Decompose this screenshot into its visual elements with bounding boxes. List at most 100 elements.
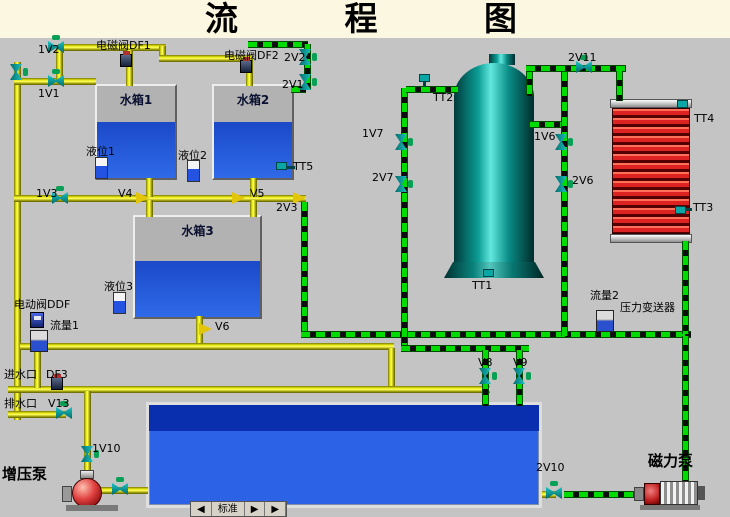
title-char-1: 流 <box>205 0 238 38</box>
magnetic-pump-cap <box>698 486 705 500</box>
label-v8: V8 <box>478 356 493 369</box>
label-v4: V4 <box>118 187 133 200</box>
gpipe-tt2 <box>406 86 458 93</box>
label-2v1: 2V1 <box>282 78 304 91</box>
pipe-elbow-df2 <box>159 46 166 59</box>
solenoid-df3[interactable] <box>51 374 63 390</box>
sensor-tt3-stem <box>686 208 692 211</box>
label-pressure-transmitter: 压力变送器 <box>620 301 675 314</box>
pool-water-band <box>149 405 539 431</box>
label-2v2: 2V2 <box>284 51 306 64</box>
solenoid-df2[interactable] <box>240 57 252 73</box>
label-level3: 液位3 <box>104 280 133 293</box>
valve-2v10[interactable] <box>546 481 562 499</box>
page-title: 流 程 图 <box>205 0 517 38</box>
tank-3: 水箱3 <box>133 215 262 319</box>
label-v5: V5 <box>250 187 265 200</box>
bottom-nav-widget: ◀ 标准 ▶ ▶ <box>190 501 288 517</box>
pipe-left-main <box>14 62 21 420</box>
label-2v10: 2V10 <box>536 461 565 474</box>
label-1v3: 1V3 <box>36 187 58 200</box>
valve-2v7[interactable] <box>395 176 407 192</box>
gpipe-coil-inlet <box>616 71 623 101</box>
gpipe-v8v9-header <box>401 345 529 352</box>
left-main-valve[interactable] <box>10 64 22 80</box>
title-char-3: 图 <box>484 0 517 38</box>
pipe-tank1-drop <box>146 200 153 217</box>
pipe-riser-390 <box>388 348 395 390</box>
pipe-pump-feed <box>84 391 91 485</box>
valve-v4[interactable] <box>136 192 149 204</box>
gpipe-vessel-right <box>530 121 563 128</box>
level-3-fill <box>114 301 125 313</box>
motor-valve-ddf[interactable] <box>30 312 44 328</box>
valve-v13[interactable] <box>56 401 72 419</box>
level-gauge-3 <box>113 292 126 314</box>
valve-v5[interactable] <box>232 192 245 204</box>
label-2v11: 2V11 <box>568 51 597 64</box>
valve-1v1[interactable] <box>48 69 64 87</box>
sensor-tt2-stem <box>423 82 426 87</box>
vessel-body <box>454 95 534 262</box>
gpipe-pump-riser <box>682 336 689 486</box>
valve-2v3[interactable] <box>293 192 306 204</box>
tank-1-label: 水箱1 <box>119 93 153 107</box>
label-flow1: 流量1 <box>50 319 79 332</box>
valve-v8[interactable] <box>479 368 491 384</box>
label-tt3: TT3 <box>693 201 714 214</box>
nav-prev-button[interactable]: ◀ <box>191 502 212 516</box>
valve-2v6[interactable] <box>555 176 567 192</box>
label-inlet: 进水口 <box>4 368 37 381</box>
pipe-to-df2 <box>159 55 251 62</box>
valve-2v11[interactable] <box>576 55 592 73</box>
gpipe-top <box>248 41 308 48</box>
pipe-drain <box>8 411 66 418</box>
booster-pump-body[interactable] <box>72 478 102 508</box>
sensor-tt2-icon <box>419 74 430 82</box>
label-v9: V9 <box>513 356 528 369</box>
valve-1v6[interactable] <box>555 134 567 150</box>
pipe-tank1-outlet <box>146 178 153 197</box>
label-magnetic-pump: 磁力泵 <box>648 452 694 470</box>
label-df1: 电磁阀DF1 <box>96 39 151 52</box>
label-2v3: 2V3 <box>276 201 298 214</box>
vessel-dome <box>454 63 534 97</box>
sensor-tt3-icon <box>675 206 686 214</box>
tank-3-water <box>135 261 260 317</box>
magnetic-pump-motor[interactable] <box>660 481 698 505</box>
label-1v1: 1V1 <box>38 87 60 100</box>
label-1v2: 1V2 <box>38 43 60 56</box>
valve-1v2[interactable] <box>48 35 64 53</box>
label-v6: V6 <box>215 320 230 333</box>
title-char-2: 程 <box>344 0 378 38</box>
valve-v6[interactable] <box>199 323 212 335</box>
booster-pump-base <box>66 505 118 511</box>
tank-3-label: 水箱3 <box>181 224 214 238</box>
level-gauge-2 <box>187 160 200 182</box>
solenoid-df1[interactable] <box>120 51 132 67</box>
gpipe-right-col <box>561 72 568 336</box>
nav-next-button[interactable]: ▶ <box>245 502 266 516</box>
label-1v10: 1V10 <box>92 442 121 455</box>
valve-v9[interactable] <box>513 368 525 384</box>
level-2-fill <box>188 169 199 181</box>
pipe-top-left <box>58 44 166 51</box>
pump-outlet-valve[interactable] <box>112 477 128 495</box>
label-1v7: 1V7 <box>362 127 384 140</box>
magnetic-pump-head[interactable] <box>644 483 660 505</box>
flow-meter-2[interactable] <box>596 310 614 332</box>
valve-1v3[interactable] <box>52 186 68 204</box>
nav-last-button[interactable]: ▶ <box>265 502 287 516</box>
label-level1: 液位1 <box>86 145 115 158</box>
pipe-lower-header <box>20 343 394 350</box>
tank-1: 水箱1 <box>95 84 177 180</box>
gpipe-2v1-col <box>304 44 311 90</box>
booster-pump-flange <box>62 486 72 502</box>
flow-meter-1[interactable] <box>30 330 48 352</box>
coil-body <box>612 108 690 234</box>
valve-1v7[interactable] <box>395 134 407 150</box>
sensor-tt1-icon <box>483 269 494 277</box>
nav-label-button[interactable]: 标准 <box>212 502 245 516</box>
gpipe-coil-outlet <box>682 241 689 334</box>
